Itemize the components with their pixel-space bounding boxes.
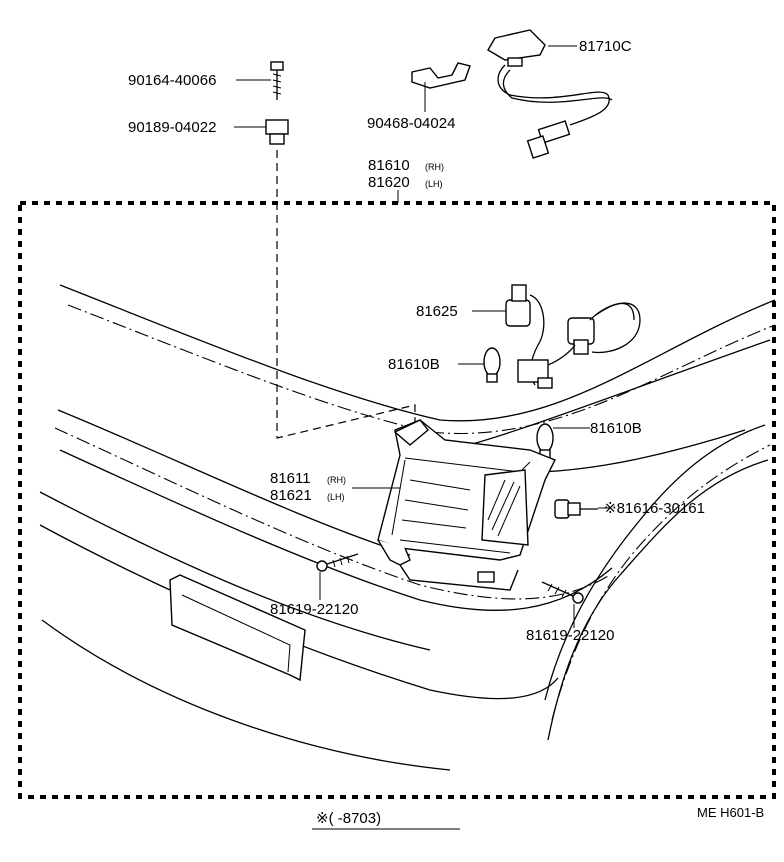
clip-install-path: [276, 150, 416, 439]
label-81611-rh: (RH): [327, 475, 346, 485]
label-81610B-right: 81610B: [590, 420, 642, 437]
socket-wire-81710C: [487, 29, 613, 159]
screw-81619-right: [541, 581, 584, 604]
assembly-frame: [18, 201, 776, 799]
label-81619-left: 81619-22120: [270, 601, 358, 618]
clip-90189: [265, 119, 289, 145]
label-81616: ※81616-30161: [604, 500, 705, 517]
bulb-81610B-right: [536, 423, 554, 459]
leader-lines: [234, 45, 610, 628]
footer-note: ※( -8703): [316, 810, 381, 827]
label-81610B-left: 81610B: [388, 356, 440, 373]
bulb-81610B-left: [483, 347, 501, 383]
label-90468: 90468-04024: [367, 115, 455, 132]
label-81710C: 81710C: [579, 38, 632, 55]
label-90164: 90164-40066: [128, 72, 216, 89]
label-81621-lh: (LH): [327, 492, 345, 502]
label-81620: 81620: [368, 174, 410, 191]
label-90189: 90189-04022: [128, 119, 216, 136]
socket-harness-81625: [505, 284, 641, 389]
label-81619-right: 81619-22120: [526, 627, 614, 644]
label-81610: 81610: [368, 157, 410, 174]
bumper-reflector: [169, 574, 306, 682]
label-81625: 81625: [416, 303, 458, 320]
label-81620-lh: (LH): [425, 179, 443, 189]
footer-reference: ME H601-B: [697, 805, 764, 820]
screw-81616: [554, 499, 598, 519]
bracket-90468: [411, 62, 471, 89]
label-81610-rh: (RH): [425, 162, 444, 172]
label-81621: 81621: [270, 487, 312, 504]
screw-81619-left: [316, 553, 359, 572]
label-81611: 81611: [270, 470, 311, 487]
screw-90164: [270, 61, 284, 100]
lamp-lens-81611: [377, 419, 556, 591]
